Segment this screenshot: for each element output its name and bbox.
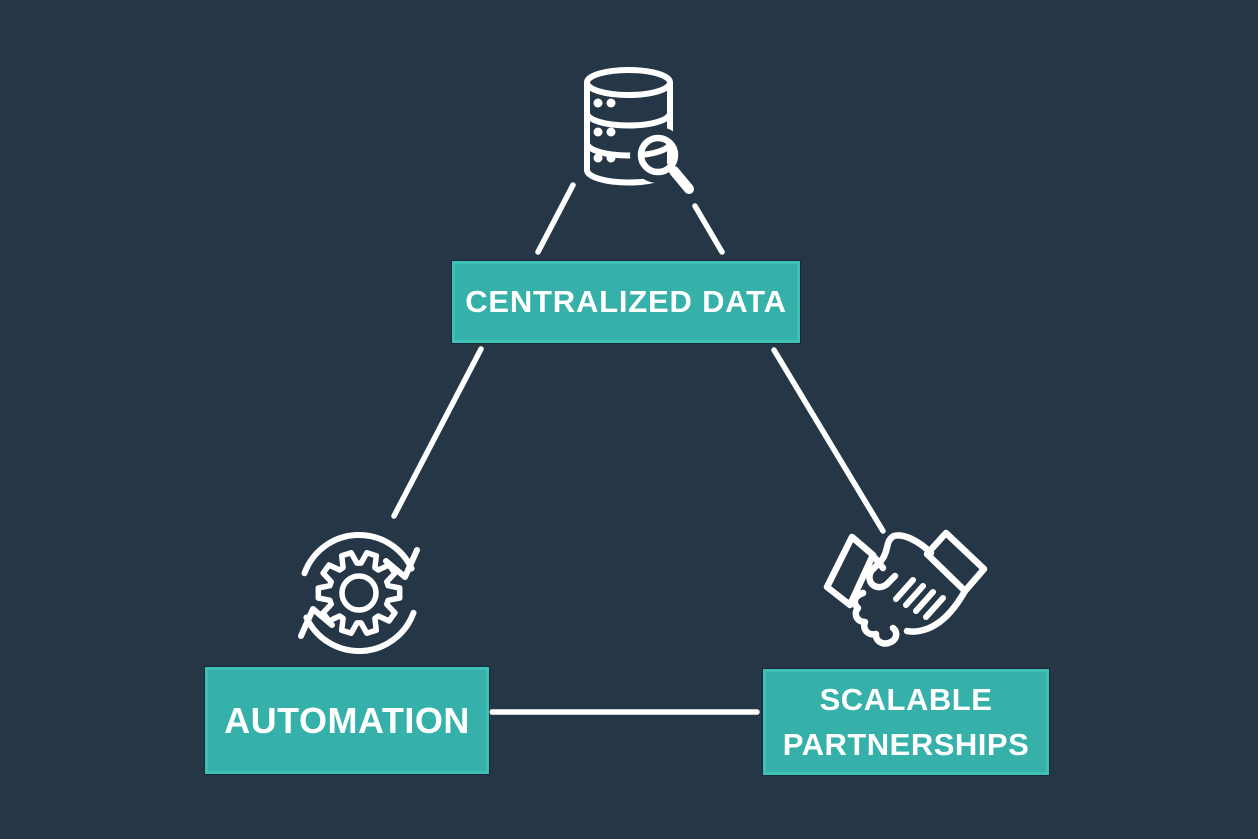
connector-icon-to-centralized-data-right [692, 203, 725, 255]
connector-centralized-data-to-automation [391, 346, 484, 519]
gear-sync-arrows-icon [296, 520, 426, 660]
magnifier-lens [630, 127, 697, 198]
sync-arrows [298, 532, 420, 654]
node-automation: AUTOMATION [205, 667, 489, 774]
gear [315, 550, 403, 636]
connector-centralized-data-to-partnerships [771, 347, 886, 534]
connector-icon-to-centralized-data-left [535, 182, 576, 255]
node-centralized-data: CENTRALIZED DATA [452, 261, 800, 343]
database-cylinder [584, 67, 673, 186]
centralized-data-label: CENTRALIZED DATA [465, 284, 787, 319]
handshake-icon [815, 523, 995, 648]
database-magnifier-icon [572, 58, 697, 198]
handshake-hands [846, 532, 969, 647]
scalable-partnerships-label: SCALABLE PARTNERSHIPS [782, 682, 1030, 762]
node-scalable-partnerships: SCALABLE PARTNERSHIPS [763, 669, 1049, 775]
automation-label: AUTOMATION [224, 699, 470, 741]
